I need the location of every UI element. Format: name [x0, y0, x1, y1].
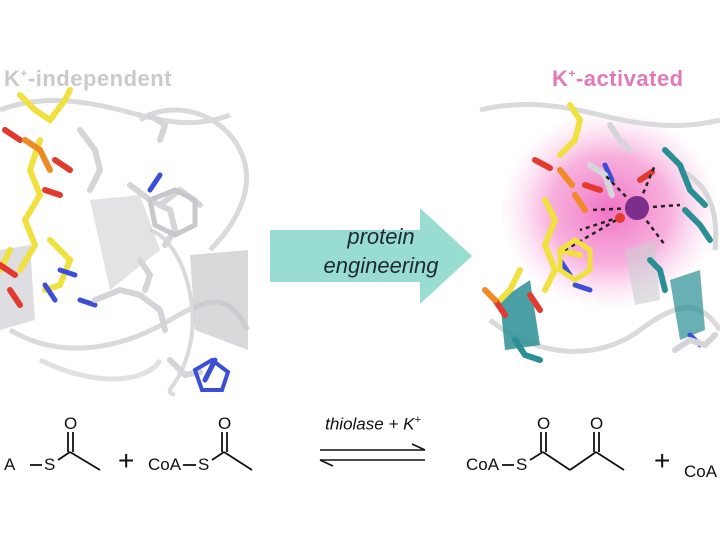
- right-teal-residues: [512, 147, 713, 363]
- right-adenine-ring: [557, 236, 593, 284]
- reactant2-sulfur-label: S: [198, 455, 210, 474]
- right-phosphate: [482, 167, 588, 303]
- reactant1-oxygen-label: O: [64, 414, 78, 433]
- left-phenyl-ring: [147, 187, 198, 238]
- left-protein-structure: [0, 87, 251, 397]
- product1-oxygen2-label: O: [590, 414, 604, 433]
- reactant1-coa-label: A: [4, 455, 16, 474]
- left-imidazole-ring: [192, 357, 231, 392]
- product2-coa-label: CoA: [684, 462, 718, 481]
- plus-sign-1: +: [118, 445, 135, 476]
- reactant1-sulfur-label: S: [44, 455, 56, 474]
- product1-sulfur-label: S: [516, 455, 528, 474]
- water-oxygen: [615, 213, 625, 223]
- right-panel-title: K+-activated: [552, 66, 684, 91]
- left-panel-title: K+-independent: [4, 66, 173, 91]
- left-ribbon-loop-2: [138, 107, 250, 252]
- product1-oxygen1-label: O: [537, 414, 551, 433]
- left-oxygen-atoms: [0, 127, 73, 308]
- right-ribbon-loop-1: [479, 102, 720, 128]
- left-ribbon-loop-5: [149, 228, 195, 397]
- coordination-bonds: [564, 164, 681, 252]
- reaction-condition: thiolase + K+: [325, 414, 421, 434]
- right-helix-grey: [625, 240, 660, 305]
- arrow-label-line2: engineering: [323, 253, 439, 278]
- right-oxygen-atoms: [492, 157, 655, 318]
- right-teal-helix-2: [670, 270, 705, 340]
- product1-coa-label: CoA: [466, 455, 500, 474]
- left-helix-3: [0, 245, 35, 330]
- left-helix-1: [90, 195, 160, 290]
- right-residue-sticks: [587, 122, 718, 353]
- arrow-label-line1: protein: [347, 224, 415, 249]
- potassium-ion: [625, 196, 649, 220]
- reaction-bonds: [30, 432, 625, 471]
- right-protein-structure: [479, 102, 720, 363]
- reactant2-oxygen-label: O: [218, 414, 232, 433]
- left-phosphate: [22, 137, 53, 173]
- reactant2-coa-label: CoA: [148, 455, 182, 474]
- right-coa-ligand: [497, 102, 584, 303]
- left-ribbon-loop-4: [38, 357, 163, 382]
- plus-sign-2: +: [654, 445, 671, 476]
- left-helix-2: [190, 250, 248, 350]
- protein-engineering-arrow: [270, 208, 472, 304]
- equilibrium-arrows: [319, 443, 426, 467]
- left-ribbon-loop-1: [0, 98, 231, 126]
